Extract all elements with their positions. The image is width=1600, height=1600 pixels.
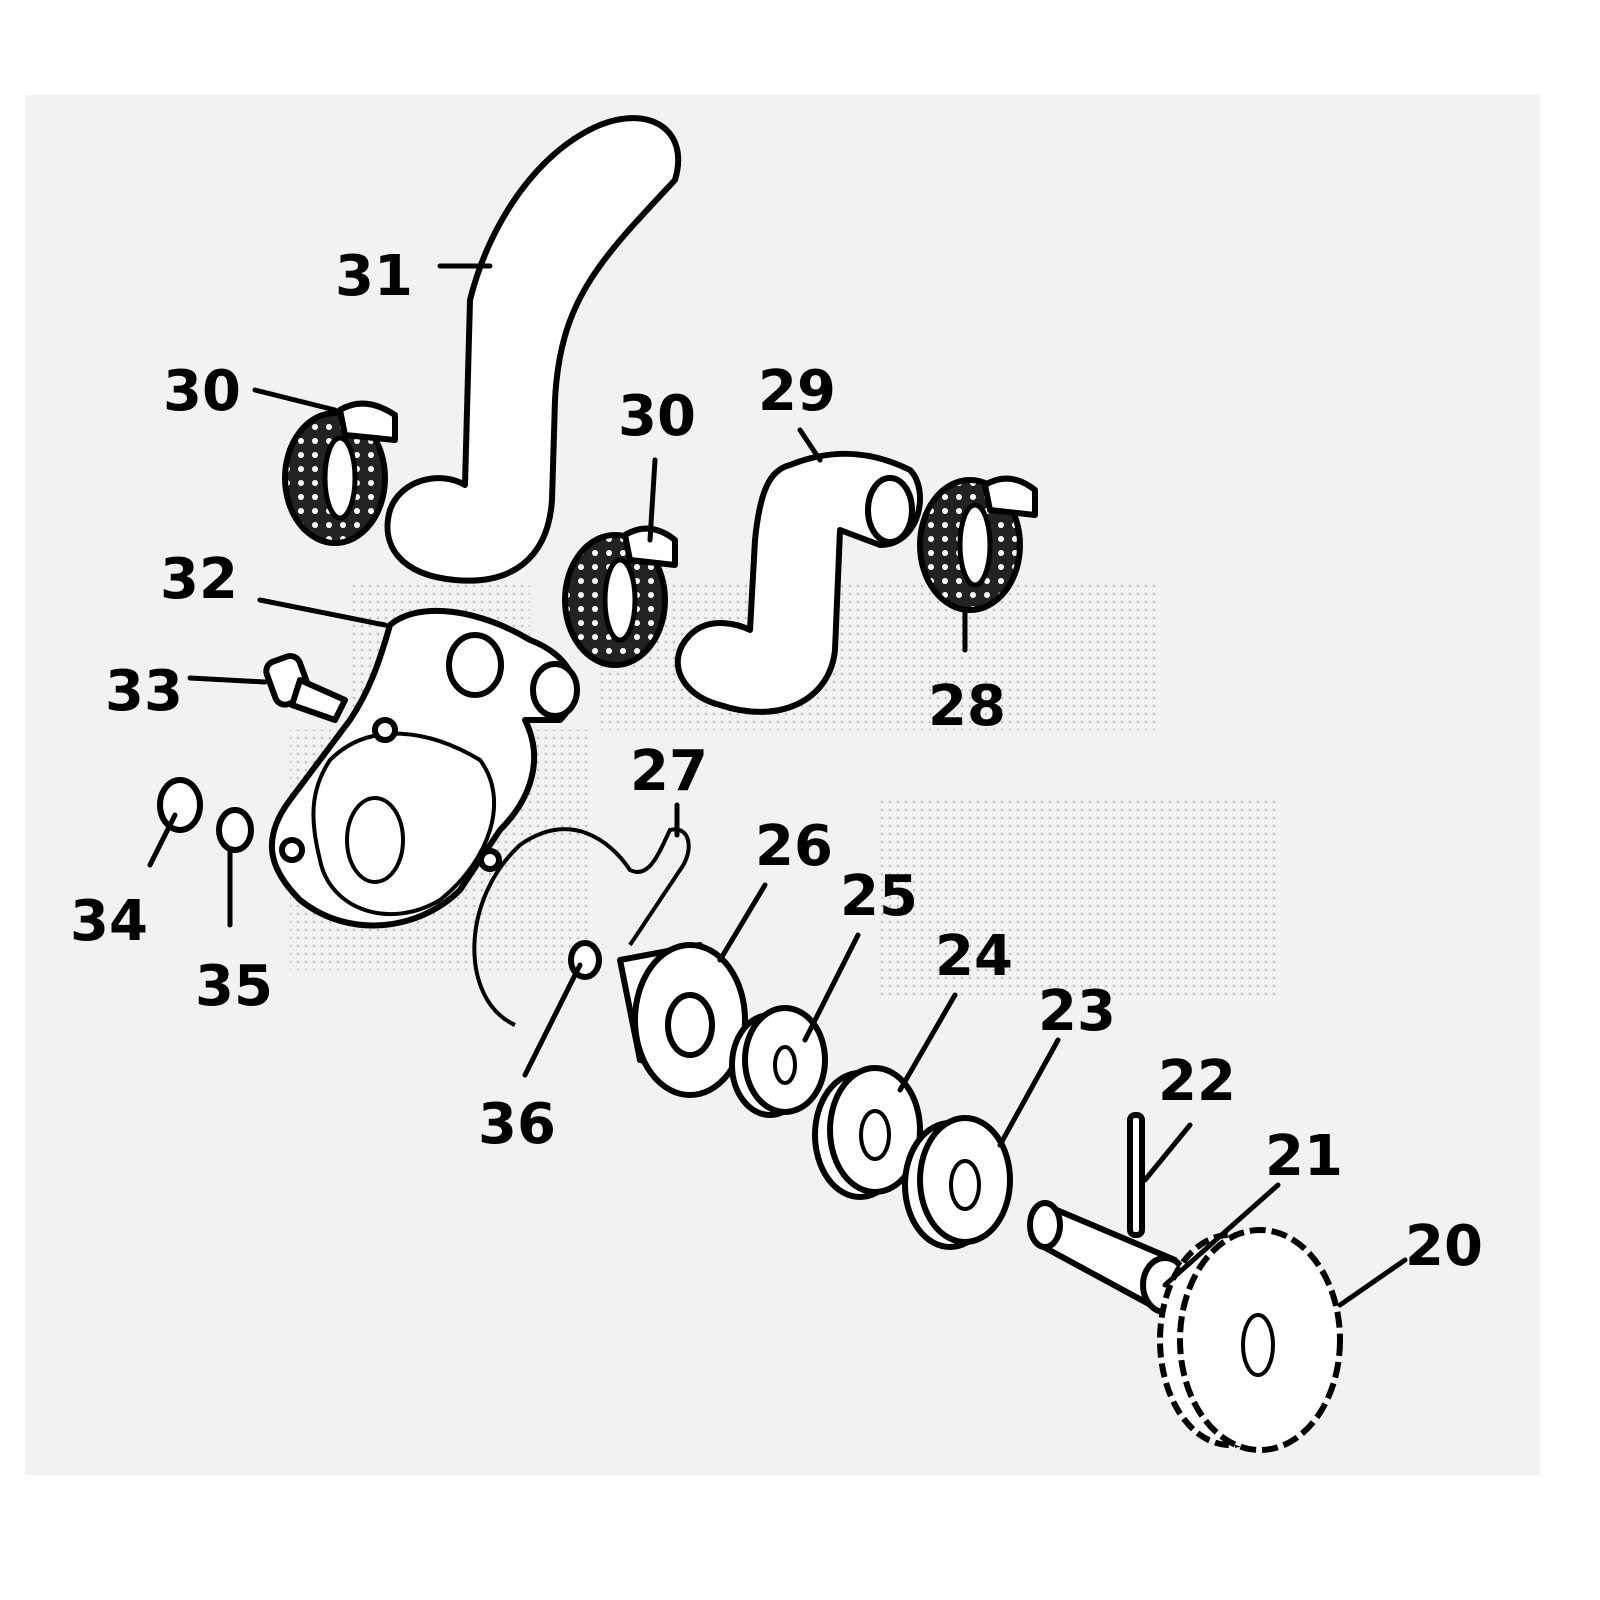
clamp-30-middle [562, 525, 678, 668]
callout-25: 25 [840, 864, 918, 929]
callout-27: 27 [630, 739, 708, 804]
leader-lines [147, 263, 1408, 1308]
callout-30-middle: 30 [618, 384, 696, 449]
callout-24: 24 [935, 924, 1013, 989]
callout-23: 23 [1038, 979, 1116, 1044]
bearing-23 [902, 1115, 1013, 1250]
callout-30-left: 30 [163, 359, 241, 424]
callout-28: 28 [928, 674, 1006, 739]
seal-25 [729, 1005, 828, 1118]
callout-29: 29 [758, 359, 836, 424]
callout-20: 20 [1405, 1214, 1483, 1279]
callout-36: 36 [478, 1092, 556, 1157]
hose-31 [384, 115, 682, 584]
callout-26: 26 [755, 814, 833, 879]
pin-22 [1127, 1112, 1145, 1238]
callout-34: 34 [70, 889, 148, 954]
callout-21: 21 [1265, 1124, 1343, 1189]
nut-34 [157, 777, 203, 833]
callout-32: 32 [160, 547, 238, 612]
callout-22: 22 [1158, 1049, 1236, 1114]
pump-cover-32 [268, 607, 580, 929]
impeller-26 [617, 942, 748, 1098]
clamp-30-left [282, 400, 398, 546]
callout-33: 33 [105, 659, 183, 724]
callout-35: 35 [195, 954, 273, 1019]
washer-35 [216, 807, 254, 853]
gear-20 [1157, 1227, 1343, 1453]
bolt-33 [263, 652, 348, 723]
clamp-28 [917, 475, 1038, 613]
bearing-24 [812, 1065, 923, 1200]
callout-31: 31 [335, 244, 413, 309]
hose-29 [674, 450, 923, 715]
